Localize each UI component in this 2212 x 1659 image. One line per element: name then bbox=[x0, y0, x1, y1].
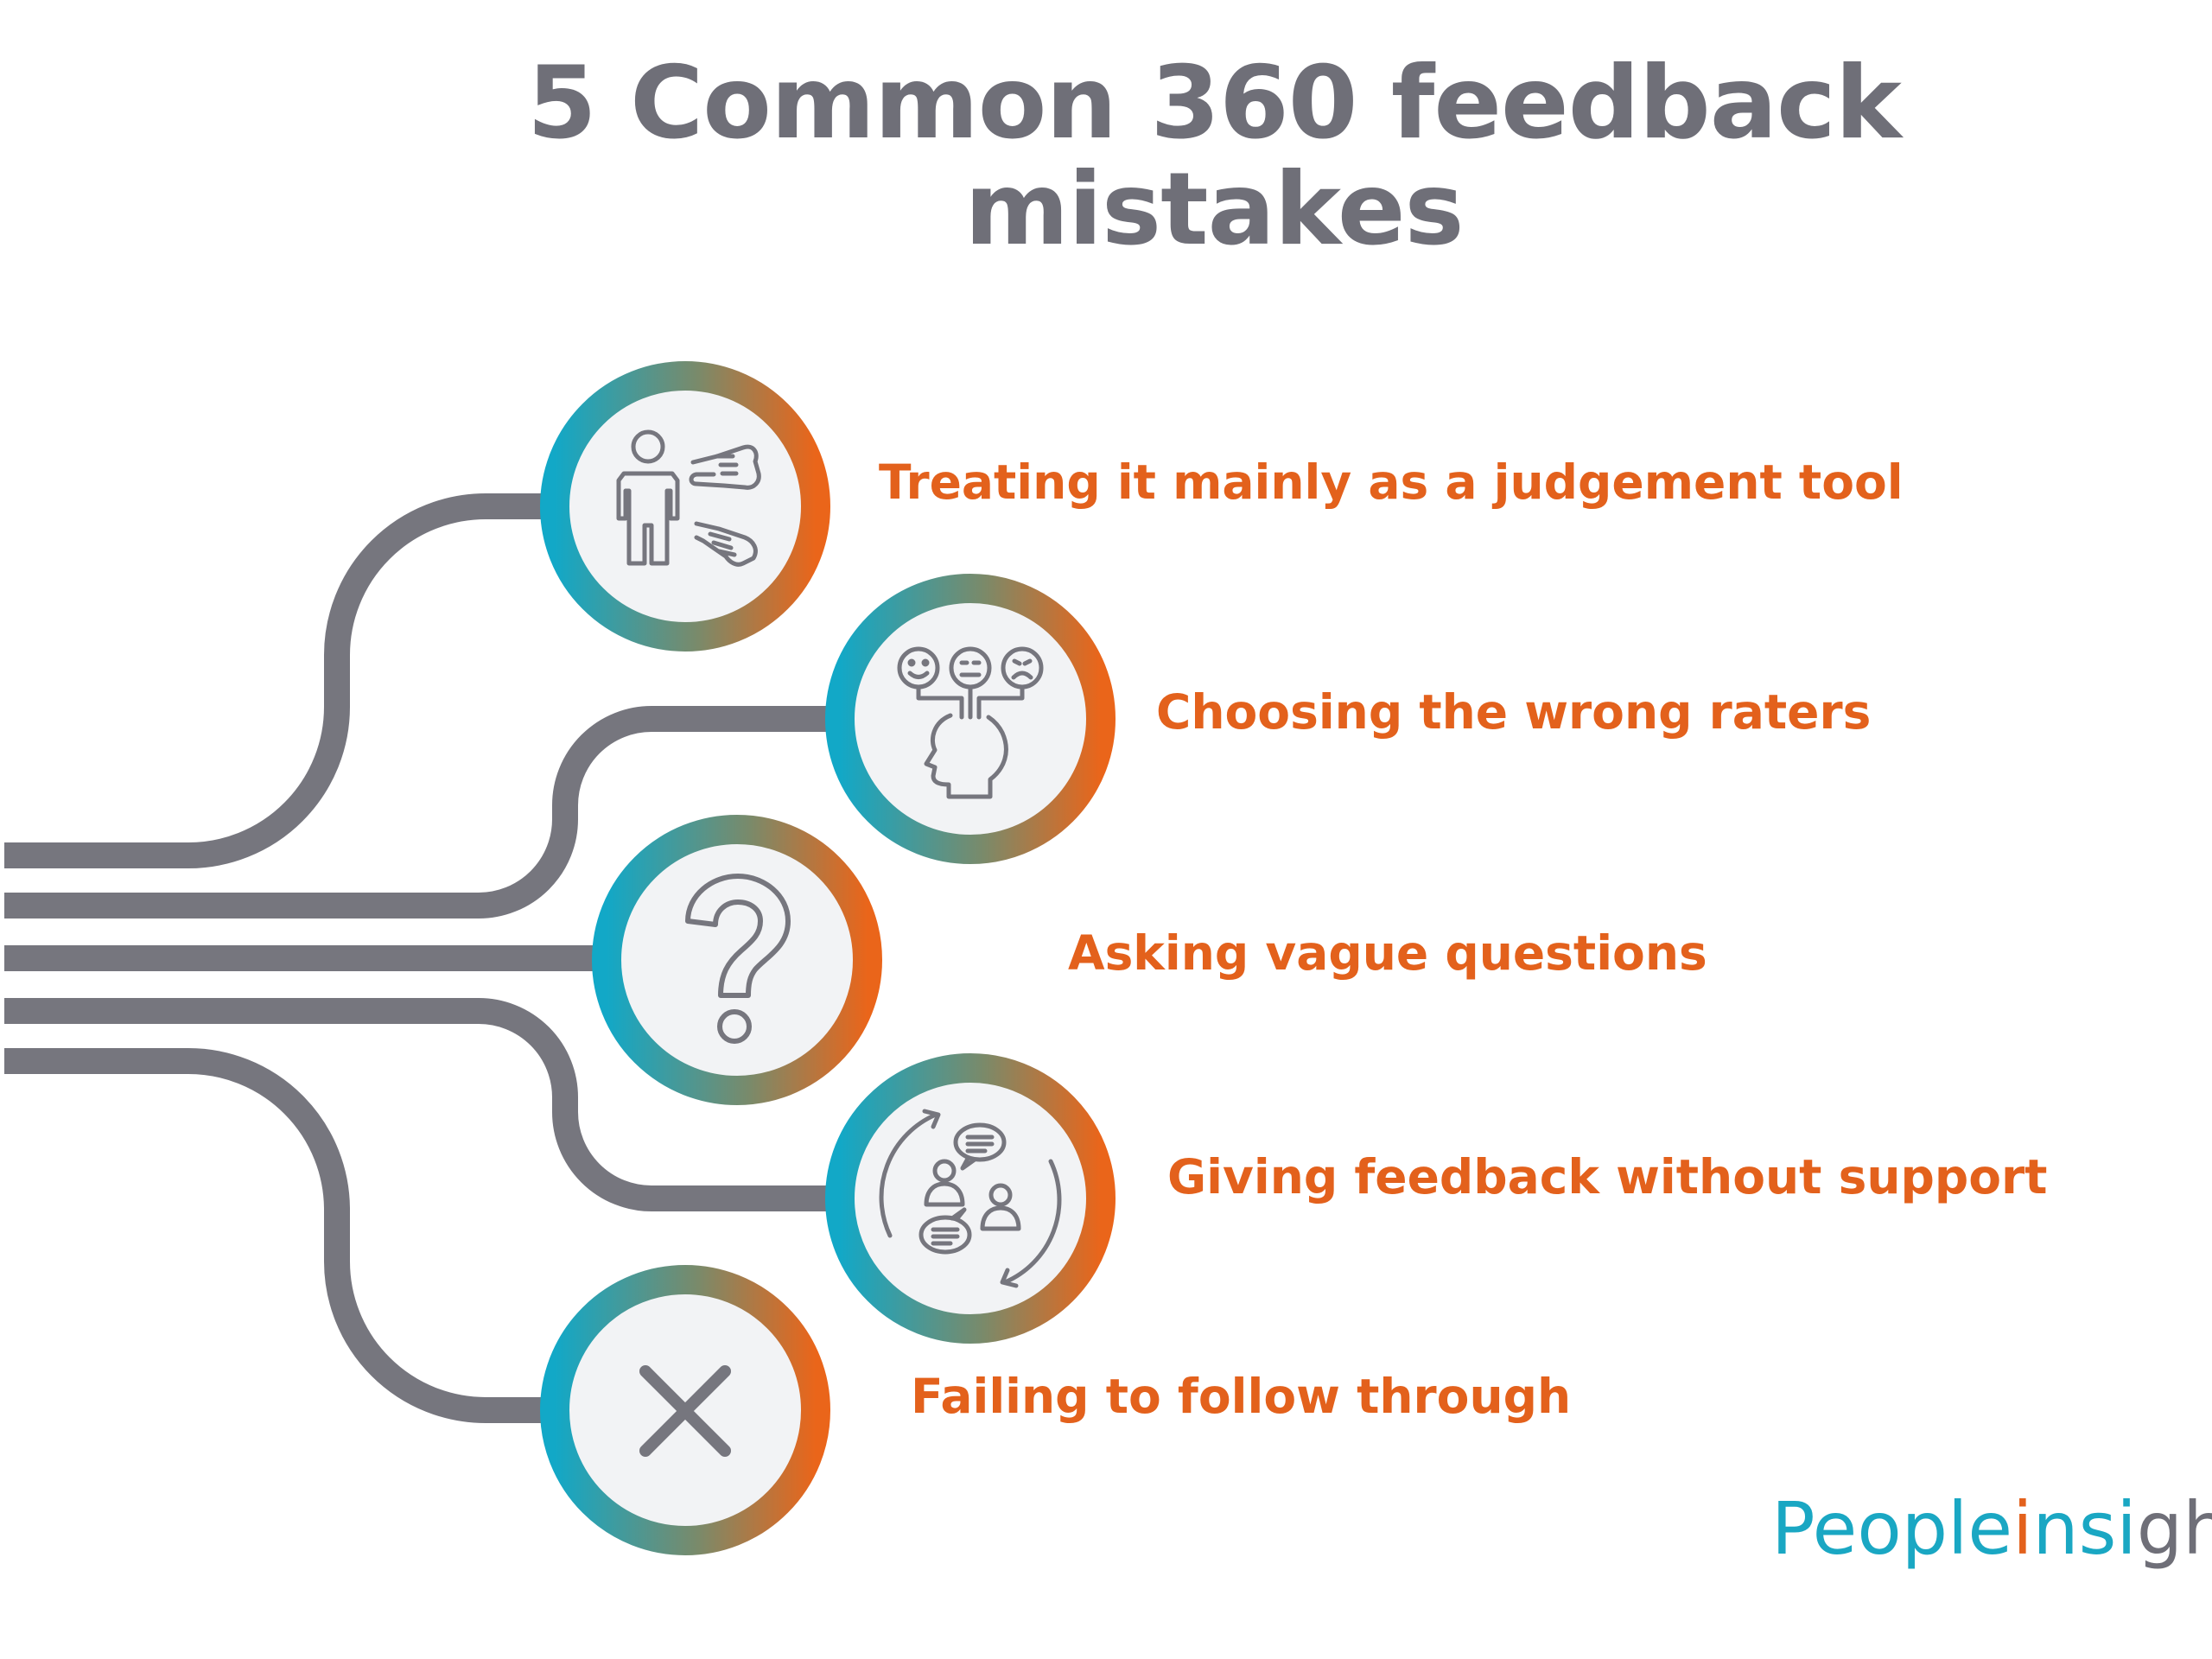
question-mark-icon bbox=[685, 874, 791, 1044]
logo-text-people: People bbox=[1771, 1486, 2013, 1571]
connector-line-1 bbox=[4, 493, 553, 868]
item-circle-4 bbox=[825, 1053, 1116, 1344]
rater-emotions-head-icon bbox=[897, 646, 1044, 799]
item-circle-3 bbox=[592, 815, 882, 1105]
item-label-3: Asking vague questions bbox=[1068, 925, 1707, 981]
title-line-1: 5 Common 360 feedback bbox=[527, 45, 1902, 162]
item-label-1: Treating it mainly as a judgement tool bbox=[879, 454, 1904, 510]
peopleinsight-logo: Peopleinsight bbox=[1771, 1486, 2212, 1571]
x-mark-icon bbox=[639, 1365, 731, 1457]
logo-text-nsi: nsi bbox=[2032, 1486, 2137, 1571]
item-label-4: Giving feedback without support bbox=[1167, 1149, 2048, 1205]
item-circle-1 bbox=[540, 361, 830, 652]
conversation-cycle-icon bbox=[879, 1109, 1062, 1288]
title-line-2: mistakes bbox=[964, 151, 1464, 268]
connector-line-5 bbox=[4, 1048, 553, 1423]
logo-text-i: i bbox=[2012, 1486, 2033, 1571]
item-label-5: Failing to follow through bbox=[911, 1369, 1572, 1424]
connector-line-4 bbox=[4, 998, 838, 1211]
connector-line-2 bbox=[4, 706, 838, 918]
logo-text-ght: ght bbox=[2136, 1486, 2212, 1571]
person-with-pointing-hands-icon bbox=[616, 429, 761, 567]
item-label-2: Choosing the wrong raters bbox=[1156, 684, 1872, 740]
